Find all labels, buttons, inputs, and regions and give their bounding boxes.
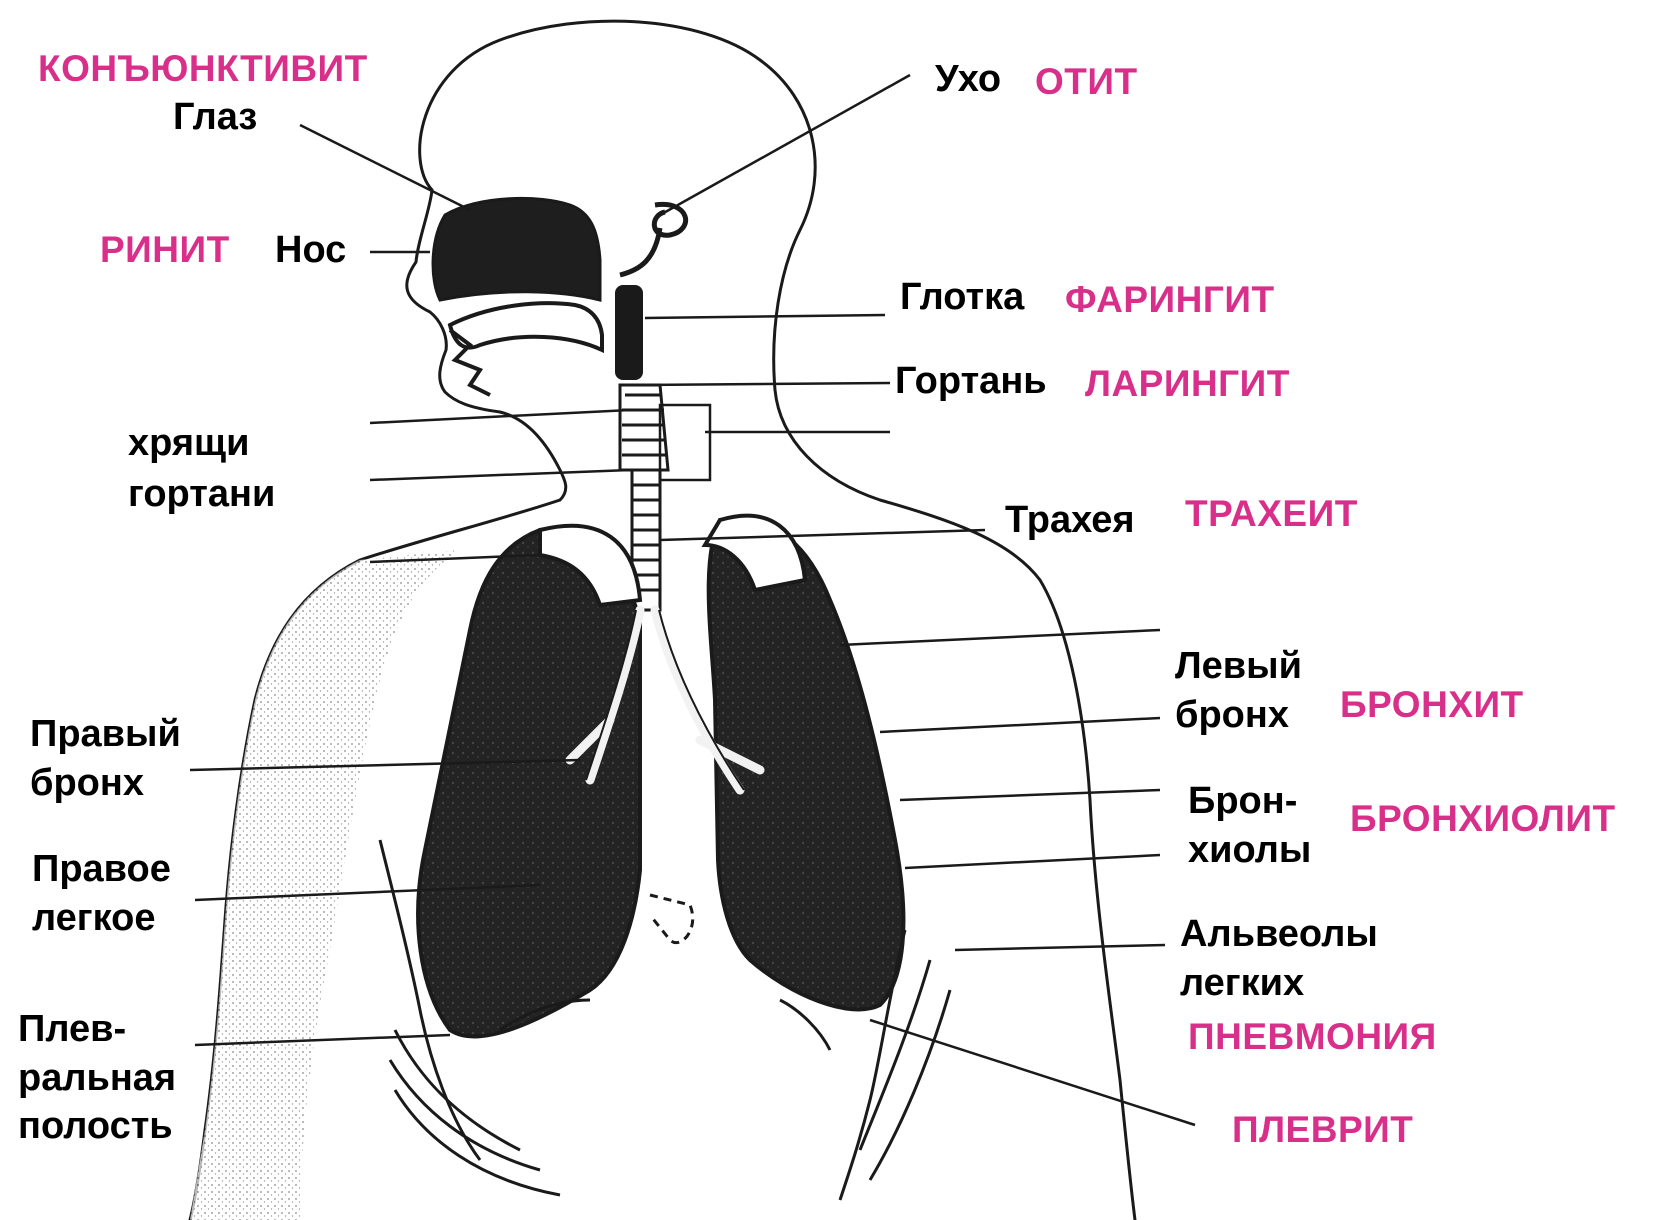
leader-left-lung-top [840,630,1160,645]
label-eye: Глаз [173,93,257,142]
label-cartilage-line-1: хрящи [128,418,275,469]
label-right-lung-line-2: легкое [32,894,171,943]
leader-pharynx [645,315,885,318]
label-pleural-line-1: Плев- [18,1005,176,1054]
label-pleural-line-2: ральная [18,1054,176,1103]
leader-cartilage-b [370,470,630,480]
leader-alveoli [955,945,1165,950]
label-right-bronchus: Правый бронх [30,710,181,809]
label-alveoli: Альвеолы легких [1180,910,1378,1009]
label-bronchiolitis: БРОНХИОЛИТ [1350,797,1616,841]
label-rhinitis: РИНИТ [100,228,230,272]
label-pharynx: Глотка [900,273,1024,322]
label-pleural-cavity: Плев- ральная полость [18,1005,176,1151]
label-tracheitis: ТРАХЕИТ [1185,492,1358,536]
label-larynx: Гортань [895,357,1047,406]
heart-outline [650,895,693,943]
left-lung-shape [709,520,904,1010]
label-right-lung: Правое легкое [32,845,171,944]
nasal-cavity [433,198,600,300]
label-left-bronchus-line-2: бронх [1175,691,1302,740]
pharynx-shape [615,285,643,380]
label-nose: Нос [275,226,346,275]
label-alveoli-line-1: Альвеолы [1180,910,1378,959]
label-larynx-cartilages: хрящи гортани [128,418,275,521]
leader-eye [300,125,470,210]
label-right-bronchus-line-1: Правый [30,710,181,759]
oral-cavity [450,303,602,350]
label-bronchioles-line-1: Брон- [1188,777,1311,826]
label-right-lung-line-1: Правое [32,845,171,894]
label-laryngitis: ЛАРИНГИТ [1085,362,1290,406]
leader-left-bronchus [880,718,1160,732]
label-trachea: Трахея [1005,496,1135,545]
label-pneumonia: ПНЕВМОНИЯ [1188,1015,1437,1059]
label-ear: Ухо [935,55,1001,104]
leader-bronchioles-b [905,855,1160,868]
label-bronchioles: Брон- хиолы [1188,777,1311,876]
label-right-bronchus-line-2: бронх [30,759,181,808]
label-left-bronchus-line-1: Левый [1175,642,1302,691]
ear-shape [620,204,686,275]
label-otitis: ОТИТ [1035,60,1138,104]
larynx-shape [620,385,710,480]
label-pleural-line-3: полость [18,1102,176,1151]
leader-larynx [640,383,890,385]
label-bronchioles-line-2: хиолы [1188,826,1311,875]
label-conjunctivitis: КОНЪЮНКТИВИТ [38,47,368,91]
label-pleurisy: ПЛЕВРИТ [1232,1108,1413,1152]
leader-bronchioles-a [900,790,1160,800]
label-left-bronchus: Левый бронх [1175,642,1302,741]
leader-pleurisy [870,1020,1195,1125]
label-cartilage-line-2: гортани [128,469,275,520]
label-bronchitis: БРОНХИТ [1340,683,1524,727]
label-alveoli-line-2: легких [1180,959,1378,1008]
leader-ear [660,75,910,215]
label-pharyngitis: ФАРИНГИТ [1065,278,1275,322]
